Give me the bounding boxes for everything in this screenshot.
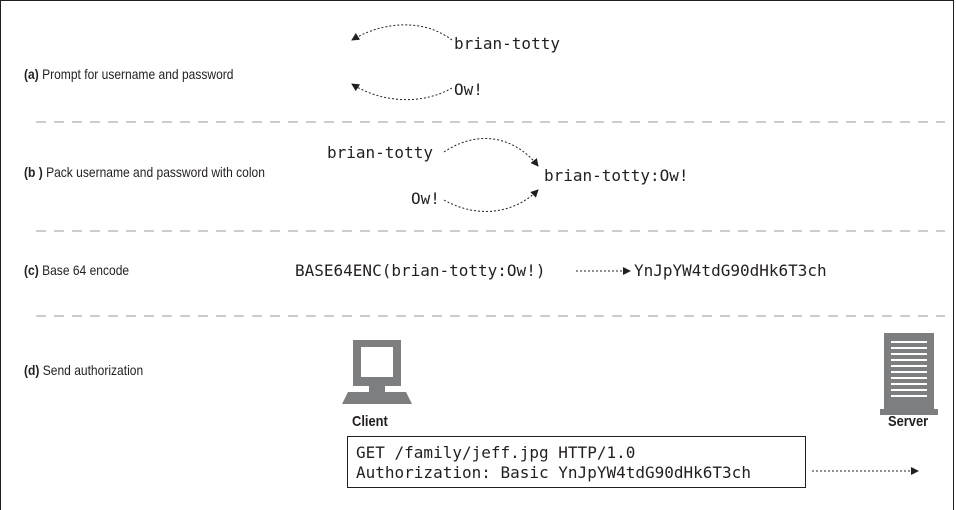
step-a-tag: (a) — [24, 66, 39, 82]
step-b-text: Pack username and password with colon — [42, 164, 265, 180]
http-request-box: GET /family/jeff.jpg HTTP/1.0 Authorizat… — [347, 436, 806, 488]
step-d-label: (d) Send authorization — [24, 362, 143, 378]
step-d-tag: (d) — [24, 362, 40, 378]
server-label: Server — [888, 413, 929, 430]
authorization-header: Authorization: Basic YnJpYW4tdG90dHk6T3c… — [356, 463, 751, 482]
prompt-password-arrow — [351, 83, 453, 101]
pack-password-arrow — [443, 189, 539, 212]
step-a-text: Prompt for username and password — [38, 66, 234, 82]
prompt-username-arrow — [351, 24, 453, 41]
encode-call: BASE64ENC(brian-totty:Ow!) — [295, 261, 546, 280]
step-b-label: (b ) Pack username and password with col… — [24, 164, 265, 180]
step-c-label: (c) Base 64 encode — [24, 262, 129, 278]
step-c-text: Base 64 encode — [38, 262, 130, 278]
step-c-tag: (c) — [24, 262, 39, 278]
pack-combined: brian-totty:Ow! — [544, 166, 689, 185]
client-label: Client — [352, 413, 388, 430]
pack-password: Ow! — [411, 189, 440, 208]
step-b-tag: (b ) — [24, 164, 43, 180]
computer-icon — [342, 340, 412, 404]
prompt-username: brian-totty — [454, 34, 560, 53]
request-line: GET /family/jeff.jpg HTTP/1.0 — [356, 443, 636, 462]
encode-result: YnJpYW4tdG90dHk6T3ch — [634, 261, 827, 280]
step-d-text: Send authorization — [39, 362, 144, 378]
server-icon — [880, 333, 938, 415]
prompt-password: Ow! — [454, 80, 483, 99]
pack-username-arrow — [443, 138, 539, 167]
step-a-label: (a) Prompt for username and password — [24, 66, 233, 82]
pack-username: brian-totty — [327, 143, 433, 162]
